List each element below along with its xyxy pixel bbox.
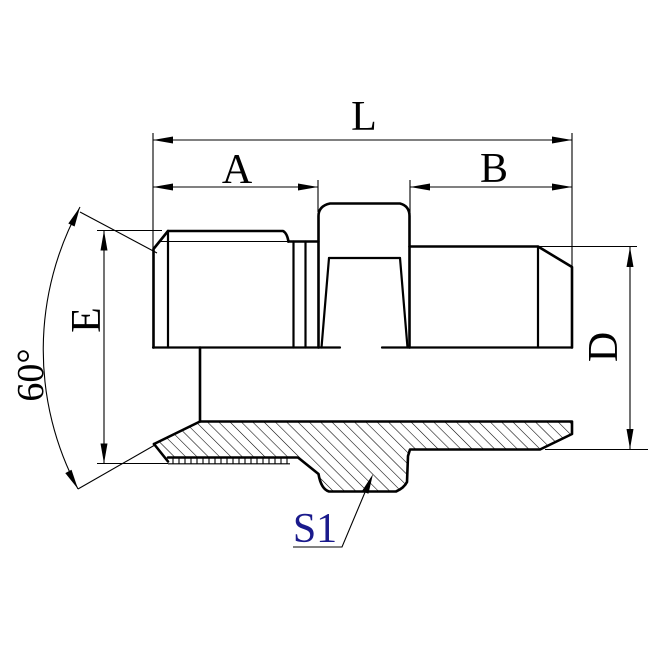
section-thread-lines	[168, 457, 290, 465]
label-wrench-flat-size: S1	[293, 506, 337, 552]
label-cone-angle: 60°	[10, 348, 52, 401]
label-left-thread-diameter: E	[64, 307, 110, 333]
label-right-outer-diameter: D	[581, 332, 627, 362]
dimension-lines	[42, 133, 648, 548]
label-overall-length: L	[351, 94, 377, 140]
label-right-end-length: B	[480, 146, 508, 192]
dimension-labels: L A B E D 60° S1	[10, 94, 627, 552]
body-outline	[151, 202, 574, 349]
section-outline	[152, 346, 574, 493]
section-hatching	[154, 421, 572, 492]
label-left-thread-length: A	[222, 147, 253, 193]
dimension-arrowheads	[65, 136, 634, 494]
